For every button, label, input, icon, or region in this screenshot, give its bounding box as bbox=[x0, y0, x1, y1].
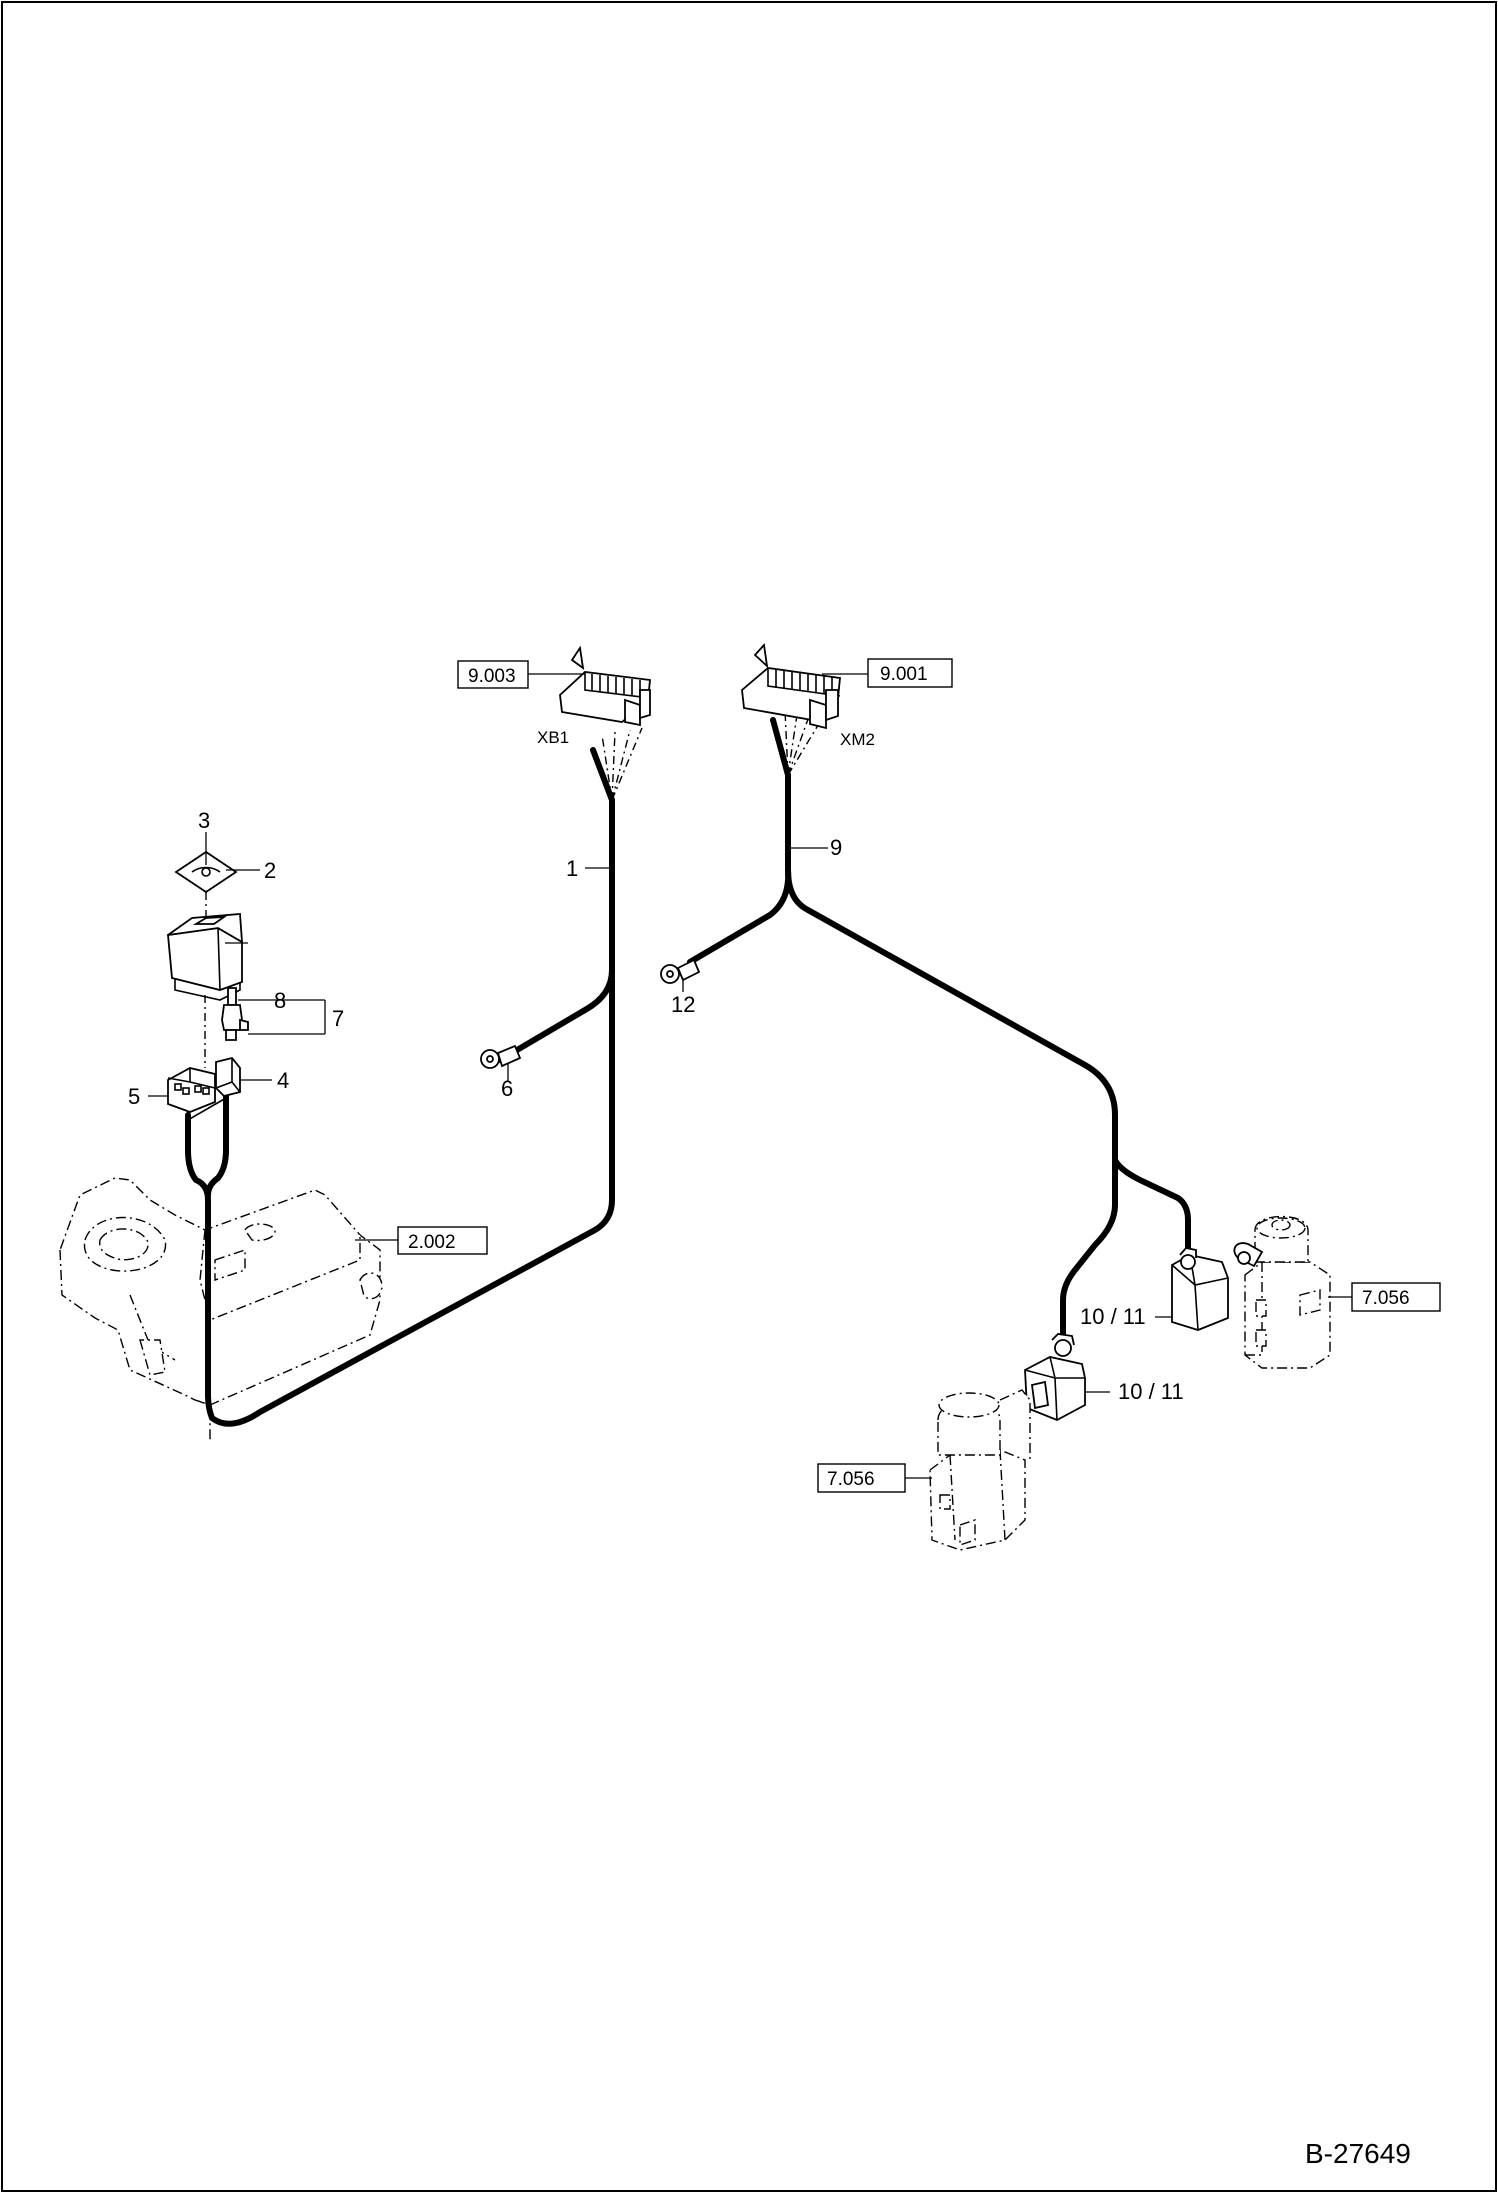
ref-box-9001-text: 9.001 bbox=[880, 664, 928, 685]
symbol-plate-3 bbox=[174, 850, 238, 894]
item-label-8: 8 bbox=[274, 988, 286, 1013]
item-label-coil-upper: 10 / 11 bbox=[1080, 1304, 1146, 1329]
item-label-4: 4 bbox=[277, 1068, 289, 1093]
item-label-6: 6 bbox=[501, 1076, 513, 1101]
ref-box-9003: 9.003 bbox=[457, 660, 529, 689]
ref-box-2002: 2.002 bbox=[397, 1226, 488, 1255]
ref-box-7056-lower: 7.056 bbox=[817, 1463, 906, 1493]
item-label-1: 1 bbox=[566, 856, 578, 881]
drawing-code: B-27649 bbox=[1305, 2138, 1411, 2169]
assembly-centerline bbox=[204, 892, 207, 1068]
solenoid-coil-lower bbox=[1024, 1333, 1086, 1421]
ref-box-7056-lower-text: 7.056 bbox=[827, 1469, 875, 1490]
console-housing bbox=[59, 1177, 383, 1440]
harness-9 bbox=[687, 707, 1191, 1338]
item-label-9: 9 bbox=[830, 835, 842, 860]
item-8-bulb bbox=[221, 987, 249, 1041]
housing-5 bbox=[167, 1067, 227, 1122]
item-label-7: 7 bbox=[332, 1006, 344, 1031]
valve-lower bbox=[929, 1389, 1031, 1551]
connector-xm2 bbox=[741, 642, 841, 730]
item-label-12: 12 bbox=[671, 992, 695, 1017]
ref-box-9003-text: 9.003 bbox=[468, 666, 516, 687]
item-label-coil-lower: 10 / 11 bbox=[1118, 1379, 1184, 1404]
plug-4 bbox=[215, 1056, 241, 1097]
connector-label-xm2: XM2 bbox=[840, 730, 875, 749]
connector-xb1 bbox=[559, 645, 651, 727]
ref-box-7056-upper-text: 7.056 bbox=[1362, 1288, 1410, 1309]
harness-1 bbox=[185, 727, 643, 1427]
valve-upper bbox=[1233, 1215, 1331, 1369]
switch-2 bbox=[167, 913, 244, 1001]
item-label-5: 5 bbox=[128, 1084, 140, 1109]
ring-terminal-12 bbox=[660, 958, 701, 984]
ref-box-2002-text: 2.002 bbox=[408, 1232, 456, 1253]
solenoid-coil-upper bbox=[1171, 1247, 1229, 1331]
item-label-2: 2 bbox=[264, 858, 276, 883]
ref-box-9001: 9.001 bbox=[867, 658, 953, 688]
ref-box-7056-upper: 7.056 bbox=[1351, 1282, 1441, 1312]
leader-lines bbox=[148, 673, 1352, 1479]
item-label-3: 3 bbox=[198, 808, 210, 833]
ring-terminal-6 bbox=[480, 1044, 522, 1069]
connector-label-xb1: XB1 bbox=[537, 728, 569, 747]
